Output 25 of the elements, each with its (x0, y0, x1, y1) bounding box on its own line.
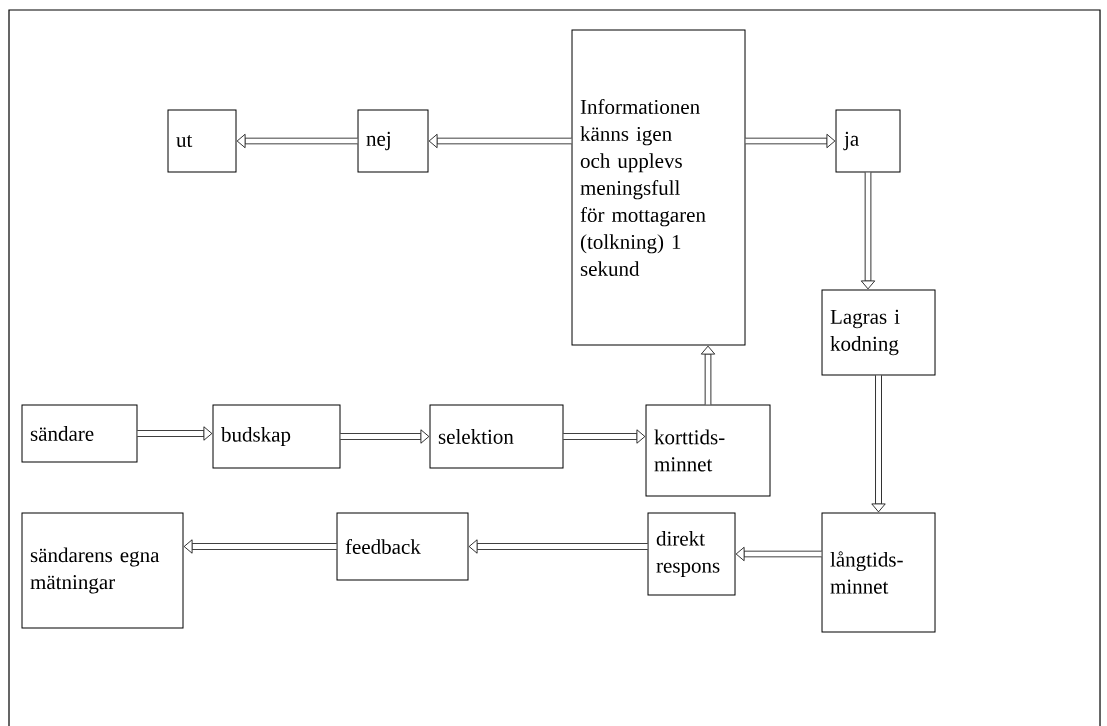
block-arrow (428, 133, 572, 149)
process-box: Lagras i kodning (821, 289, 936, 376)
block-arrow (236, 133, 358, 149)
block-arrow (468, 539, 648, 554)
process-box: ut (167, 109, 237, 173)
block-arrow (745, 133, 836, 149)
process-box: direkt respons (647, 512, 736, 596)
block-arrow (183, 539, 337, 554)
block-arrow (700, 345, 716, 405)
block-arrow (871, 375, 886, 513)
block-arrow (563, 429, 646, 444)
block-arrow (735, 546, 822, 562)
process-box: korttids- minnet (645, 404, 771, 497)
block-arrow (340, 429, 430, 444)
process-box: feedback (336, 512, 469, 581)
process-box: sändare (21, 404, 138, 463)
block-arrow (137, 426, 213, 441)
process-box: nej (357, 109, 429, 173)
process-box: sändarens egna mätningar (21, 512, 184, 629)
process-box: Informationen känns igen och upplevs meningsfull för mottagaren (tolkning) 1 sekund (571, 29, 746, 346)
process-box: ja (835, 109, 901, 173)
process-box: långtids- minnet (821, 512, 936, 633)
block-arrow (860, 172, 876, 290)
process-box: selektion (429, 404, 564, 469)
process-box: budskap (212, 404, 341, 469)
